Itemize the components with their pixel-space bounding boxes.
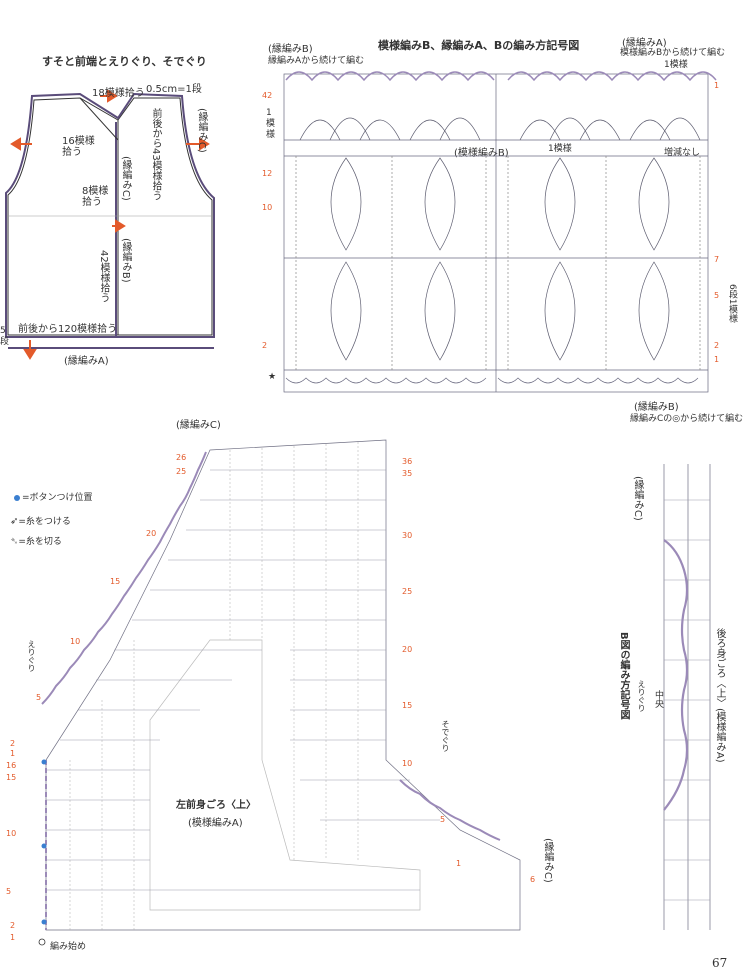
vest-edge-c-mid: (縁編みC)	[120, 156, 131, 201]
front-title: 左前身ごろ〈上〉	[176, 800, 256, 811]
front-row-r-20: 20	[402, 645, 413, 654]
vest-hem-count: 前後から120模様拾う	[18, 324, 118, 335]
vest-edge-b: (縁編みB)	[120, 238, 131, 283]
front-row-l-15b: 15	[6, 773, 17, 782]
row-right-top-1: 1	[714, 81, 720, 90]
front-row-r-36: 36	[402, 457, 413, 466]
row-right-2: 2	[714, 341, 720, 350]
attach-yarn-icon: ➶	[10, 516, 19, 527]
front-row-r-35: 35	[402, 469, 413, 478]
front-row-r-15: 15	[402, 701, 413, 710]
front-row-r-25: 25	[402, 587, 413, 596]
front-start: 編み始め	[50, 942, 87, 952]
button-dot-icon	[14, 494, 20, 501]
front-row-l-1b: 1	[10, 933, 16, 942]
back-edge-c: (縁編みC)	[632, 476, 643, 521]
legend-attach-row: ➶=糸をつける	[10, 514, 71, 527]
front-row-l-16: 16	[6, 761, 17, 770]
edge-a-note: 模様編みBから続けて編む	[620, 48, 726, 58]
front-subtitle: (模様編みA)	[188, 818, 243, 829]
one-pattern-top: 1模様	[664, 60, 688, 70]
one-pattern-mid: 1模様	[548, 144, 572, 154]
front-row-l-15: 15	[110, 577, 121, 586]
legend-cut-row: ➴=糸を切る	[10, 534, 62, 547]
edge-b-label: (縁編みB)	[268, 44, 313, 55]
front-edge-c: (縁編みC)	[176, 420, 221, 431]
front-row-l-10: 10	[70, 637, 81, 646]
back-collar: えりぐり	[637, 680, 646, 712]
edge-a-label: (縁編みA)	[622, 38, 667, 49]
front-row-l-2b: 2	[10, 921, 16, 930]
star-mark: ★	[268, 372, 277, 382]
vest-top-count: 18模様拾う	[92, 88, 145, 99]
vest-edge-c-right: (縁編みC)	[196, 108, 207, 153]
collar-label: えりぐり	[27, 640, 36, 672]
front-edge-c-right: (縁編みC)	[542, 838, 553, 883]
front-row-l-1a: 1	[10, 749, 16, 758]
legend-cut-text: =糸を切る	[18, 537, 62, 547]
row-left-42: 42	[262, 91, 273, 100]
chart-bottom-note: 縁編みCの◎から続けて編む	[630, 414, 744, 424]
row-right-7: 7	[714, 255, 720, 264]
vest-mid-count: 8模様拾う	[82, 186, 109, 208]
vest-side-count: 前後から43模様拾う	[150, 108, 161, 201]
vest-front-count: 42模様拾う	[98, 250, 109, 303]
front-row-l-2a: 2	[10, 739, 16, 748]
pattern-b-label: (模様編みB)	[454, 148, 509, 159]
chart-bottom-label: (縁編みB)	[634, 402, 679, 413]
vest-neck-count: 16模様拾う	[62, 136, 95, 158]
front-row-l-5b: 5	[6, 887, 12, 896]
front-row-l-25: 25	[176, 467, 187, 476]
vest-edge-a: (縁編みA)	[64, 356, 109, 367]
legend-attach-text: =糸をつける	[18, 517, 71, 527]
row-left-2: 2	[262, 341, 268, 350]
armhole-label: そでぐり	[441, 720, 450, 752]
front-row-r-10: 10	[402, 759, 413, 768]
cut-yarn-icon: ➴	[10, 536, 19, 547]
front-row-r-1: 1	[456, 859, 462, 868]
no-increase: 増減なし	[664, 148, 701, 158]
legend-button-row: =ボタンつけ位置	[14, 490, 93, 503]
back-title: B図の編み方記号図	[618, 632, 629, 720]
front-row-l-10b: 10	[6, 829, 17, 838]
right-repeat: 6段1模様	[727, 284, 737, 323]
row-right-5: 5	[714, 291, 720, 300]
front-row-r-5: 5	[440, 815, 446, 824]
back-label: 後ろ身ごろ〈上〉(模様編みA)	[714, 628, 725, 763]
vest-left-fragment: 5 段	[0, 326, 10, 347]
front-row-l-5: 5	[36, 693, 42, 702]
front-row-r-30: 30	[402, 531, 413, 540]
vest-title: すそと前端とえりぐり、そでぐり	[42, 55, 207, 68]
left-repeat: 1 模 様	[266, 108, 276, 140]
back-center: 中央	[653, 690, 663, 708]
page-number: 67	[712, 956, 728, 970]
row-left-10: 10	[262, 203, 273, 212]
front-row-r-6: 6	[530, 875, 536, 884]
chart-top-title: 模様編みB、縁編みA、Bの編み方記号図	[378, 39, 580, 52]
front-row-l-26: 26	[176, 453, 187, 462]
front-row-l-20: 20	[146, 529, 157, 538]
legend-button-text: =ボタンつけ位置	[22, 493, 93, 503]
row-right-1: 1	[714, 355, 720, 364]
row-left-12: 12	[262, 169, 273, 178]
vest-gauge: 0.5cm=1段	[146, 84, 202, 95]
edge-b-note: 縁編みAから続けて編む	[268, 56, 365, 66]
